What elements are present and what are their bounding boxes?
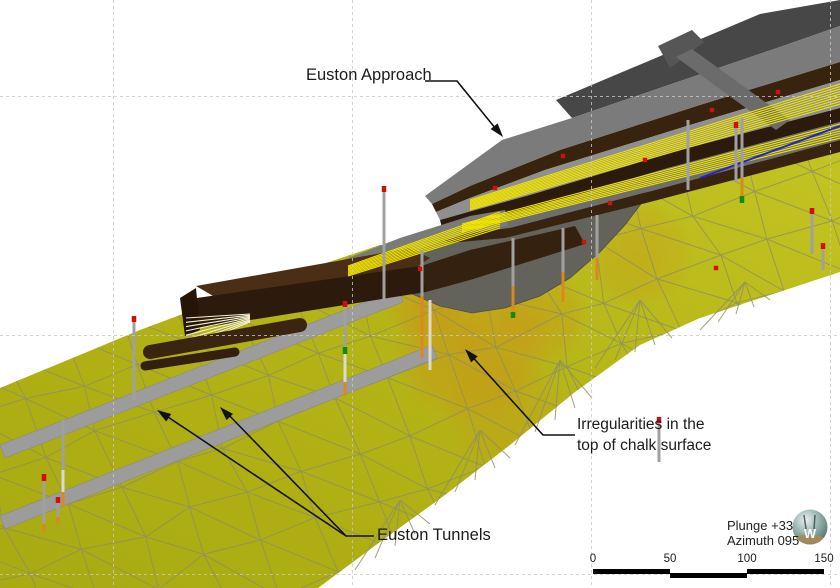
- track-alignment-lines: [469, 83, 840, 211]
- borehole-segment: [511, 238, 515, 286]
- borehole-segment: [61, 470, 65, 492]
- borehole-segment: [595, 258, 599, 280]
- red-marker: [775, 89, 781, 95]
- borehole-segment: [734, 128, 738, 182]
- scale-tick-label: 100: [737, 553, 757, 565]
- structure-band: [180, 288, 200, 336]
- euston-approach-structures: [140, 0, 840, 371]
- red-marker: [581, 239, 587, 245]
- track-alignment-lines: [461, 123, 840, 233]
- azimuth-value: Azimuth 095: [727, 533, 800, 548]
- track-alignment-lines: [347, 211, 501, 277]
- borehole-segment: [343, 307, 347, 347]
- borehole-segment: [740, 118, 744, 178]
- scale-tick-label: 50: [663, 553, 677, 565]
- borehole-segment: [61, 492, 65, 506]
- borehole-segment: [42, 524, 46, 532]
- borehole-segment: [382, 192, 386, 300]
- compass-and-scalebar: W: [593, 509, 828, 578]
- borehole-segment: [55, 497, 61, 503]
- borehole-segment: [381, 186, 387, 192]
- structure-band: [425, 26, 840, 204]
- borehole-segment: [595, 215, 599, 258]
- borehole-segment: [342, 301, 348, 307]
- borehole-segment: [56, 517, 60, 524]
- annotation-irregularities-line1: Irregularities in the: [577, 416, 705, 433]
- borehole-segment: [511, 286, 515, 312]
- borehole-segment: [342, 347, 348, 354]
- borehole-segment: [739, 196, 745, 203]
- structure-band: [658, 30, 704, 68]
- annotation-irregularities-line2: top of chalk surface: [577, 437, 712, 454]
- arrowhead: [465, 349, 478, 363]
- blue-alignment-line: [699, 125, 840, 179]
- compass-letter: W: [804, 526, 817, 541]
- borehole-segment: [809, 208, 815, 214]
- borehole-segment: [420, 250, 424, 296]
- scale-tick-label: 0: [589, 553, 597, 565]
- borehole-segment: [131, 316, 137, 322]
- arrowhead: [490, 123, 503, 137]
- arrowhead: [220, 407, 234, 421]
- structure-band: [196, 248, 430, 300]
- red-marker: [607, 200, 613, 206]
- borehole-segment: [343, 354, 347, 382]
- scale-bar-segment: [747, 569, 824, 574]
- annotation-euston-tunnels: Euston Tunnels: [377, 526, 491, 544]
- red-marker: [642, 157, 648, 163]
- plunge-value: Plunge +33: [727, 518, 794, 533]
- borehole-segment: [810, 214, 814, 254]
- borehole-segment: [428, 300, 432, 370]
- borehole-segment: [821, 249, 825, 270]
- borehole-segment: [42, 481, 46, 524]
- scale-bar-segment: [670, 573, 747, 578]
- borehole-segment: [740, 178, 744, 196]
- boreholes: [41, 89, 826, 532]
- arrowhead: [157, 410, 172, 422]
- orientation-readout: Plunge +33 Azimuth 095: [727, 518, 799, 548]
- borehole-segment: [657, 423, 661, 462]
- borehole-segment: [41, 474, 47, 481]
- borehole-segment: [61, 420, 65, 470]
- annotation-euston-approach: Euston Approach: [306, 66, 432, 84]
- red-marker: [560, 153, 566, 159]
- structure-band: [440, 108, 840, 228]
- borehole-segment: [820, 243, 826, 249]
- structure-band: [676, 49, 790, 130]
- red-marker: [713, 265, 719, 271]
- borehole-segment: [420, 296, 424, 358]
- tunnel-tube: [143, 318, 307, 359]
- annotation-arrows: [157, 80, 575, 537]
- scale-tick-label: 150: [814, 553, 834, 565]
- red-marker: [709, 107, 715, 113]
- borehole-segment: [733, 122, 739, 128]
- borehole-segment: [343, 382, 347, 396]
- borehole-segment: [561, 272, 565, 302]
- red-marker: [492, 185, 498, 191]
- tunnel-band: [0, 344, 438, 530]
- borehole-segment: [656, 417, 662, 423]
- tunnel-tube: [140, 347, 240, 371]
- track-alignment-lines: [185, 313, 251, 349]
- borehole-segment: [56, 503, 60, 517]
- structure-band: [415, 226, 585, 292]
- borehole-segment: [132, 322, 136, 400]
- scale-bar-segment: [593, 569, 670, 574]
- red-marker: [417, 266, 423, 272]
- borehole-segment: [510, 312, 516, 318]
- borehole-segment: [686, 120, 690, 190]
- borehole-segment: [561, 228, 565, 272]
- annotation-irregularities: Irregularities in the top of chalk surfa…: [577, 414, 711, 456]
- chalk-irregularity-patch: [440, 350, 570, 480]
